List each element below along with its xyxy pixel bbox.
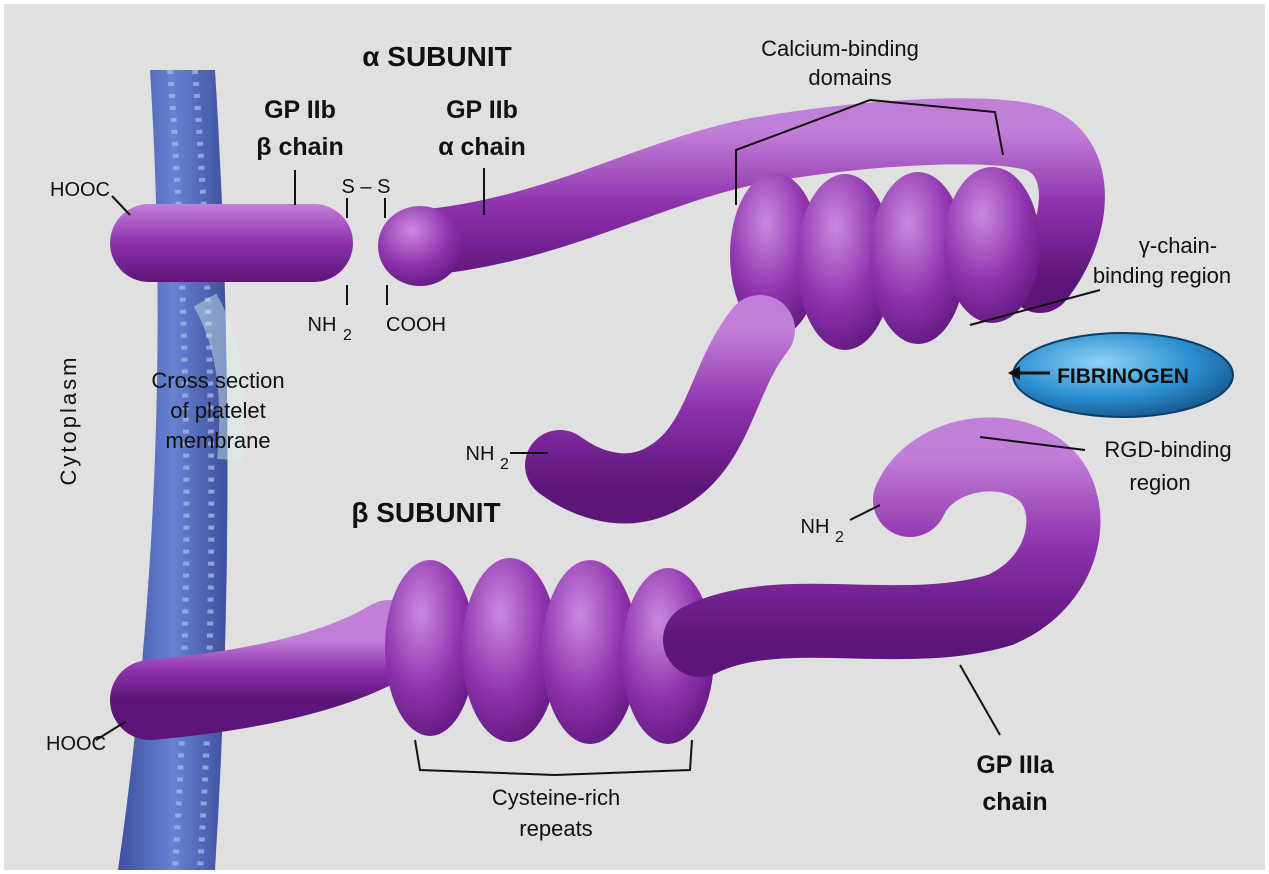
nh2-gp2b-beta-label: NH <box>308 314 337 336</box>
cross-section-label-1: Cross section <box>151 368 284 393</box>
calcium-label-1: Calcium-binding <box>761 36 919 61</box>
gp2b-alpha-label-2: α chain <box>438 133 526 161</box>
hooc-top-label: HOOC <box>50 179 110 201</box>
gamma-label-2: binding region <box>1093 263 1231 288</box>
gamma-label-1: γ-chain- <box>1139 233 1217 258</box>
nh2-gp2b-alpha-label: NH <box>466 443 495 465</box>
gp2b-beta-label-1: GP IIb <box>264 96 336 124</box>
nh2-gp2b-alpha-sub: 2 <box>500 456 509 473</box>
disulfide-label: S – S <box>342 176 391 198</box>
rgd-label-1: RGD-binding <box>1104 437 1231 462</box>
cysteine-label-1: Cysteine-rich <box>492 785 620 810</box>
calcium-label-2: domains <box>808 65 891 90</box>
nh2-gp2b-beta-sub: 2 <box>343 327 352 344</box>
hooc-bottom-label: HOOC <box>46 733 106 755</box>
beta-subunit-label: β SUBUNIT <box>351 497 500 528</box>
cross-section-label-2: of platelet <box>170 398 265 423</box>
cysteine-label-2: repeats <box>519 816 592 841</box>
alpha-subunit-label: α SUBUNIT <box>362 41 511 72</box>
cooh-label: COOH <box>386 314 446 336</box>
gp2b-beta-chain-shape <box>110 204 353 282</box>
gp3a-label-2: chain <box>982 788 1047 816</box>
nh2-gp3a-label: NH <box>801 516 830 538</box>
gp2b-alpha-label-1: GP IIb <box>446 96 518 124</box>
gp3a-label-1: GP IIIa <box>976 751 1054 779</box>
rgd-label-2: region <box>1129 470 1190 495</box>
cross-section-label-3: membrane <box>165 428 270 453</box>
fibrinogen-label: FIBRINOGEN <box>1057 365 1189 388</box>
gp2b-beta-label-2: β chain <box>256 133 344 161</box>
nh2-gp3a-sub: 2 <box>835 529 844 546</box>
cytoplasm-label: Cytoplasm <box>56 355 81 486</box>
